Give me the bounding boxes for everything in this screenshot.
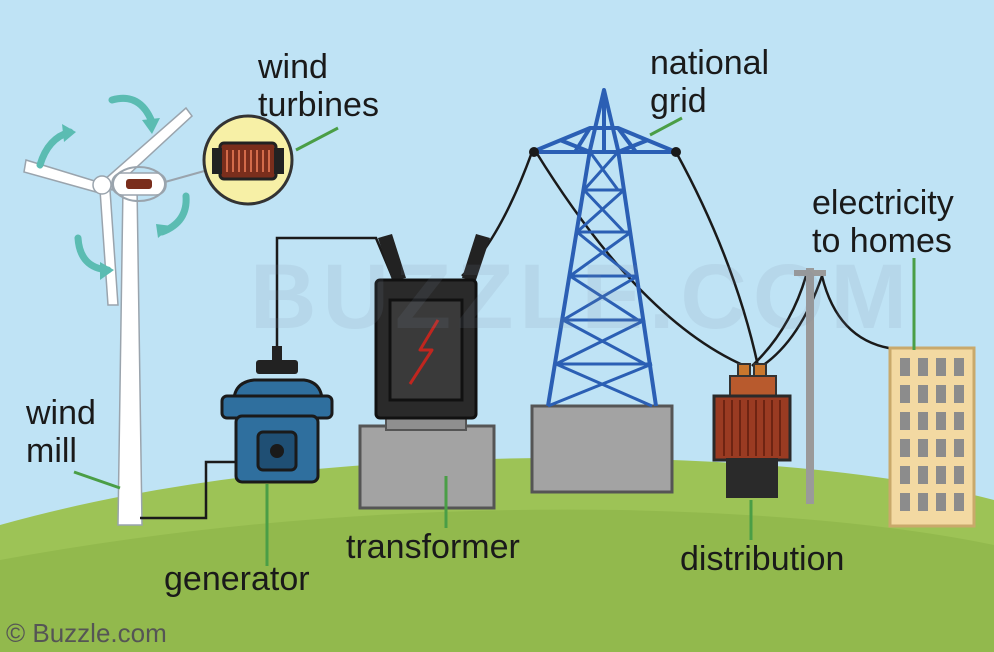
- turbine-blade-down: [99, 189, 119, 306]
- watermark-text: BUZZLE.COM: [250, 246, 914, 348]
- zoom-coil-cap-left: [212, 148, 222, 174]
- building-window: [936, 358, 946, 376]
- building-window: [954, 412, 964, 430]
- building-window: [900, 385, 910, 403]
- ground-hill-shadow: [0, 509, 994, 652]
- building-window: [900, 358, 910, 376]
- wire-generator-to-transformer: [275, 236, 394, 348]
- building-windows: [900, 358, 964, 511]
- building-window: [936, 439, 946, 457]
- leader-national-grid: [649, 116, 683, 137]
- distribution-unit: [712, 363, 792, 498]
- distribution-base: [726, 458, 778, 498]
- distribution-coil-stripes: [723, 400, 781, 456]
- lightning-bolt-icon: [408, 319, 440, 385]
- nacelle-highlight-ring: [112, 166, 166, 202]
- label-transformer: transformer: [346, 528, 520, 566]
- rotation-arrowheads: [62, 118, 172, 280]
- wires: [140, 151, 911, 520]
- generator-unit: [220, 346, 334, 484]
- building-window: [918, 385, 928, 403]
- building-window: [954, 439, 964, 457]
- transformer-bushing-right: [462, 234, 490, 280]
- building-window: [900, 466, 910, 484]
- generator-dome: [232, 378, 324, 400]
- building-window: [918, 439, 928, 457]
- building-window: [918, 466, 928, 484]
- zoom-connector: [164, 169, 209, 183]
- distribution-coil: [712, 394, 792, 462]
- generator-knob: [270, 444, 284, 458]
- building-window: [936, 385, 946, 403]
- building-window: [900, 493, 910, 511]
- distribution-top: [729, 375, 777, 397]
- wire-mill-to-generator: [140, 460, 236, 520]
- rotation-arrow-icon: [108, 94, 156, 126]
- building-window: [954, 466, 964, 484]
- building-window: [918, 358, 928, 376]
- transformer-bushing-left: [378, 234, 406, 280]
- apartment-building: [888, 346, 976, 528]
- tower-insulator-left: [529, 147, 539, 157]
- leader-lines: [73, 116, 916, 566]
- building-window: [954, 385, 964, 403]
- zoom-coil-cap-right: [274, 148, 284, 174]
- tower-frame: [531, 88, 677, 407]
- tower-insulator-right: [671, 147, 681, 157]
- building-window: [936, 493, 946, 511]
- leader-wind-turbines: [295, 126, 339, 152]
- building-window: [954, 493, 964, 511]
- building-window: [900, 412, 910, 430]
- utility-pole: [794, 268, 826, 504]
- label-generator: generator: [164, 560, 310, 598]
- turbine-tower: [117, 184, 143, 526]
- building-window: [936, 412, 946, 430]
- transformer-unit: [358, 234, 496, 510]
- wire-distribution-to-pole-2: [761, 275, 824, 368]
- pole-post: [806, 268, 814, 504]
- label-distribution: distribution: [680, 540, 845, 578]
- building-window: [918, 412, 928, 430]
- wire-distribution-to-pole: [751, 275, 808, 367]
- generator-cap: [256, 360, 298, 374]
- leader-wind-mill: [73, 470, 121, 490]
- pole-crossarm: [794, 270, 826, 276]
- transmission-tower: [529, 88, 681, 494]
- zoom-coil-stripes: [226, 150, 270, 172]
- building-window: [936, 466, 946, 484]
- tower-lattice: [547, 150, 653, 408]
- nacelle-coil: [126, 179, 152, 189]
- turbine-hub: [92, 175, 112, 195]
- building-window: [918, 493, 928, 511]
- tower-base: [530, 404, 674, 494]
- credit-text: © Buzzle.com: [6, 618, 167, 648]
- turbine-blade-left: [23, 159, 99, 193]
- wire-tower-right-to-distribution: [674, 151, 760, 367]
- transformer-base: [358, 424, 496, 510]
- zoom-coil-body: [218, 141, 278, 181]
- building-window: [954, 358, 964, 376]
- building-window: [900, 439, 910, 457]
